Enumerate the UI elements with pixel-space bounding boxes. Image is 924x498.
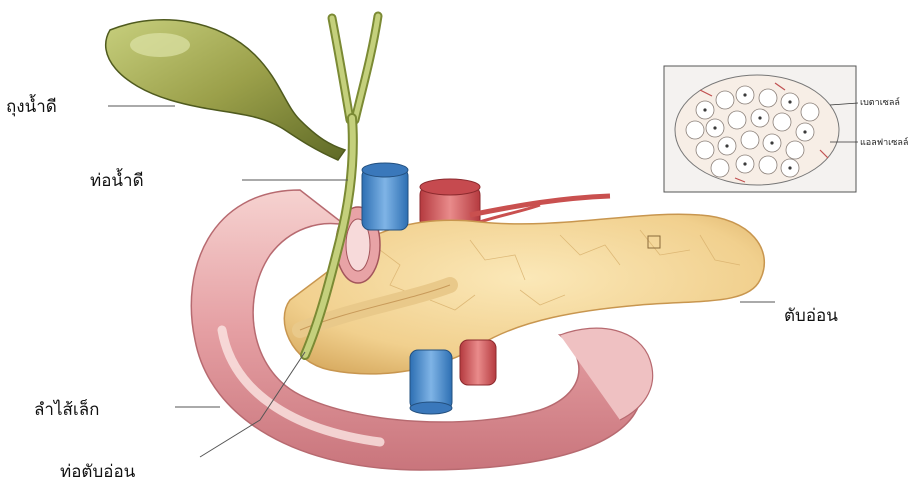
label-small-intestine: ลำไส้เล็ก <box>34 396 99 423</box>
vein-top <box>362 163 408 230</box>
inset-label-beta-cell: เบตาเซลล์ <box>860 95 900 109</box>
gallbladder <box>106 20 345 160</box>
islet-inset <box>664 66 858 192</box>
label-pancreas: ตับอ่อน <box>784 302 838 329</box>
label-pancreatic-duct: ท่อตับอ่อน <box>60 458 135 485</box>
label-gallbladder: ถุงน้ำดี <box>6 93 57 120</box>
label-bile-duct: ท่อน้ำดี <box>90 167 144 194</box>
inset-label-alpha-cell: แอลฟาเซลล์ <box>860 135 908 149</box>
